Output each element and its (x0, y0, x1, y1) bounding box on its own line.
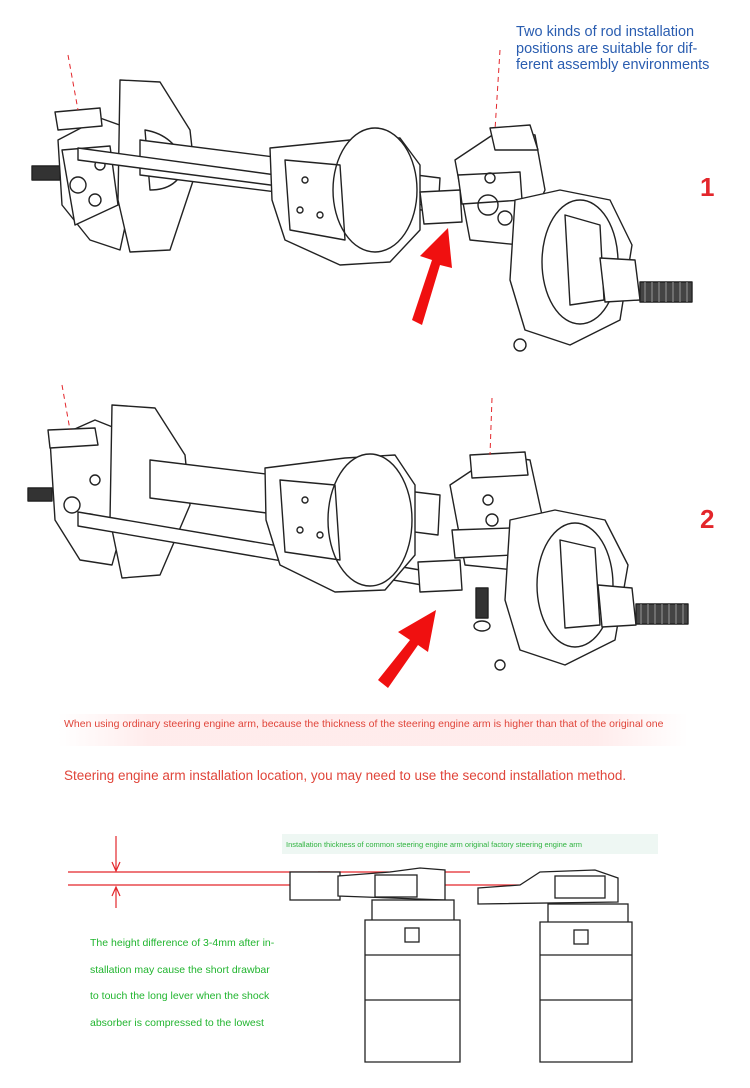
axle-illustration-1 (31, 49, 693, 352)
rod-positions-note: Two kinds of rod installation positions … (516, 24, 710, 73)
warning-text-1: When using ordinary steering engine arm,… (64, 718, 664, 730)
height-difference-note: The height difference of 3-4mm after in-… (90, 937, 275, 1029)
diagram-caption: Installation thickness of common steerin… (286, 840, 582, 849)
warning-text-2: Steering engine arm installation locatio… (64, 768, 627, 783)
axle-illustration-2 (27, 384, 689, 688)
caption-highlight (282, 834, 658, 854)
warning-highlight (58, 714, 688, 746)
step-number-2: 2 (700, 504, 715, 534)
step-number-1: 1 (700, 172, 715, 202)
